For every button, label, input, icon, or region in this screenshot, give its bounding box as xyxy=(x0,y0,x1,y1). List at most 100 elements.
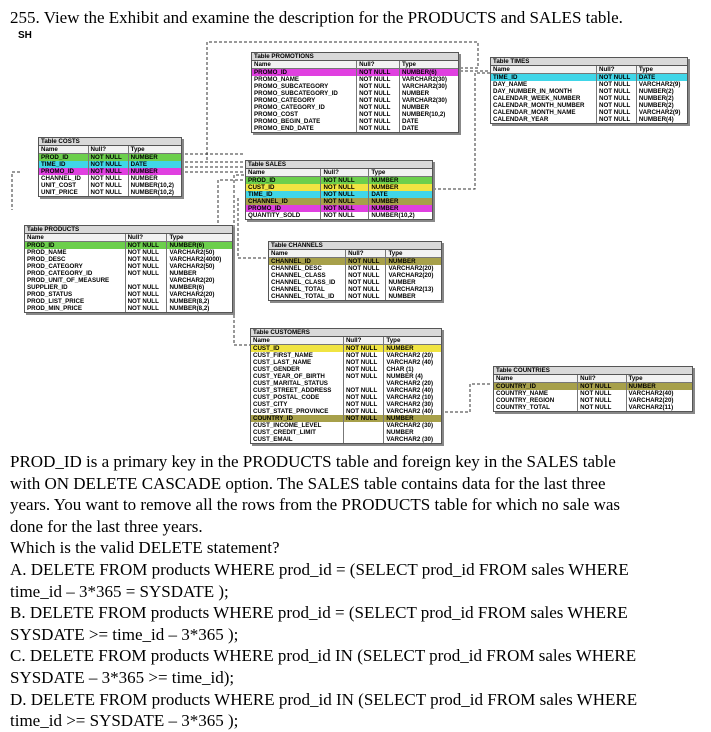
column-null: NOT NULL xyxy=(343,352,385,359)
column-null: NOT NULL xyxy=(88,175,129,182)
column-type: VARCHAR2(30) xyxy=(402,83,447,90)
column-type: NUMBER(10,2) xyxy=(371,212,415,219)
column-name: CALENDAR_YEAR xyxy=(491,116,598,123)
column-name: PROD_UNIT_OF_MEASURE xyxy=(25,277,126,284)
column-name: PROD_NAME xyxy=(25,249,126,256)
column-null: NOT NULL xyxy=(88,153,129,161)
column-null: NOT NULL xyxy=(125,284,168,291)
column-name: COUNTRY_ID xyxy=(494,382,579,390)
column-null: NOT NULL xyxy=(343,373,385,380)
column-type: VARCHAR2(20) xyxy=(169,291,215,298)
column-header: Type xyxy=(399,61,458,69)
column-name: PROMO_ID xyxy=(246,205,322,212)
column-name: PROD_MIN_PRICE xyxy=(25,305,126,312)
question-line: with ON DELETE CASCADE option. The SALES… xyxy=(10,473,606,493)
column-name: CUST_EMAIL xyxy=(251,436,344,443)
column-type: VARCHAR2(20) xyxy=(169,277,215,284)
column-header: Type xyxy=(626,375,692,383)
column-null: NOT NULL xyxy=(356,76,400,83)
option-d-cont: time_id >= SYSDATE – 3*365 ); xyxy=(10,711,239,731)
question-header: 255. View the Exhibit and examine the de… xyxy=(10,8,623,27)
column-header: Null? xyxy=(577,375,627,383)
table-title: Table SALES xyxy=(246,161,432,169)
column-null: NOT NULL xyxy=(343,359,385,366)
column-null: NOT NULL xyxy=(88,182,129,189)
column-type: NUMBER xyxy=(388,293,416,300)
question-line: years. You want to remove all the rows f… xyxy=(10,495,621,515)
column-name: CHANNEL_ID xyxy=(39,175,89,182)
column-name: PROD_ID xyxy=(39,153,89,161)
column-header: Name xyxy=(494,375,579,383)
column-name: PROMO_CATEGORY xyxy=(252,97,358,104)
column-name: PROD_DESC xyxy=(25,256,126,263)
column-type: NUMBER(10,2) xyxy=(130,182,174,189)
column-name: CUST_MARITAL_STATUS xyxy=(251,380,344,387)
column-type: NUMBER xyxy=(383,415,441,422)
column-null: NOT NULL xyxy=(577,397,627,404)
column-name: TIME_ID xyxy=(491,73,598,81)
column-null: NOT NULL xyxy=(320,191,370,198)
column-null: NOT NULL xyxy=(320,212,370,219)
column-name: PROMO_NAME xyxy=(252,76,358,83)
column-null: NOT NULL xyxy=(125,291,168,298)
column-header: Null? xyxy=(596,66,637,74)
column-name: PROMO_COST xyxy=(252,111,358,118)
column-type: VARCHAR2(50) xyxy=(169,249,215,256)
column-name: COUNTRY_ID xyxy=(251,415,344,422)
column-name: UNIT_COST xyxy=(39,182,89,189)
table-title: Table COSTS xyxy=(39,138,181,146)
column-name: CALENDAR_MONTH_NUMBER xyxy=(491,102,598,109)
schema-label: SH xyxy=(18,30,32,41)
column-null: NOT NULL xyxy=(356,125,400,132)
column-null: NOT NULL xyxy=(343,408,385,415)
column-null: NOT NULL xyxy=(356,83,400,90)
column-name: CUST_ID xyxy=(251,344,344,352)
column-type: VARCHAR2(9) xyxy=(638,109,681,116)
column-header: Null? xyxy=(356,61,400,69)
column-type: NUMBER(8,2) xyxy=(169,305,210,312)
column-type: NUMBER(2) xyxy=(638,95,674,102)
column-name: PROMO_ID xyxy=(252,68,358,76)
column-type: VARCHAR2 (30) xyxy=(386,401,434,408)
column-null: NOT NULL xyxy=(343,415,385,422)
column-type: NUMBER xyxy=(128,153,181,161)
option-b-cont: SYSDATE >= time_id – 3*365 ); xyxy=(10,624,239,644)
column-name: PROMO_BEGIN_DATE xyxy=(252,118,358,125)
column-type: DATE xyxy=(128,161,181,168)
column-null: NOT NULL xyxy=(577,404,627,411)
column-type: DATE xyxy=(402,125,419,132)
column-header: Type xyxy=(128,146,181,154)
table-title: Table PRODUCTS xyxy=(25,226,232,234)
column-type: VARCHAR2 (40) xyxy=(386,359,434,366)
table-title: Table PROMOTIONS xyxy=(252,53,458,61)
column-type: NUMBER xyxy=(368,205,432,212)
